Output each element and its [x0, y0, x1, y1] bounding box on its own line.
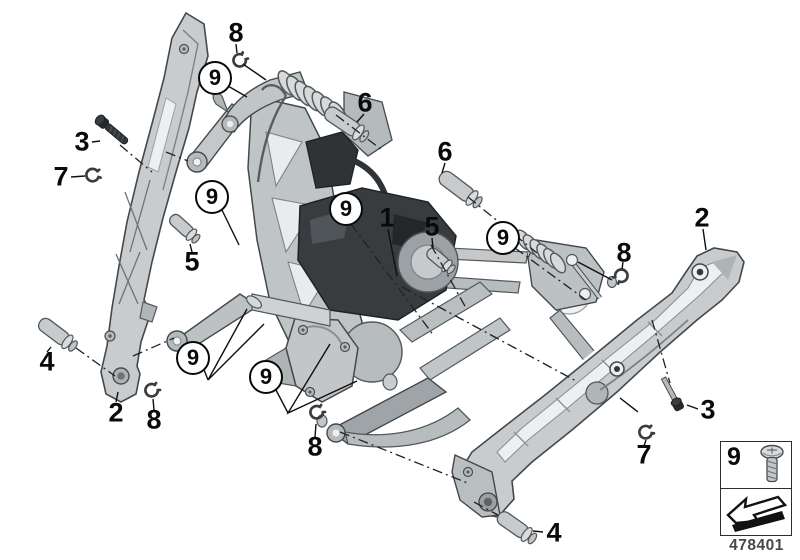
- pin-4-bottom: [496, 511, 538, 545]
- callout-label: 5: [184, 246, 200, 277]
- callout-label: 8: [307, 431, 323, 462]
- pin-6-right: [438, 170, 483, 209]
- doc-number: 478401: [729, 537, 784, 554]
- screw-3-right: [660, 376, 684, 412]
- callout-8[interactable]: 8: [228, 17, 244, 48]
- callout-8[interactable]: 8: [616, 237, 632, 268]
- direction-arrow-icon: [726, 495, 788, 532]
- callout-label: 8: [616, 237, 632, 268]
- pin-5-left: [168, 213, 201, 244]
- callout-label: 9: [339, 196, 353, 221]
- legend-direction-cell: [721, 489, 791, 533]
- callout-2[interactable]: 2: [108, 397, 124, 428]
- pin-4-left: [37, 317, 78, 352]
- callout-3[interactable]: 3: [700, 394, 716, 425]
- assembly-axes: [75, 114, 671, 516]
- callout-circled-9[interactable]: 9: [198, 61, 232, 95]
- gear-housing: [265, 317, 403, 403]
- callout-label: 8: [228, 17, 244, 48]
- callout-5[interactable]: 5: [184, 246, 200, 277]
- callout-7[interactable]: 7: [53, 161, 69, 192]
- right-rail: [451, 244, 748, 521]
- callout-label: 2: [694, 202, 710, 233]
- callout-label: 6: [357, 87, 373, 118]
- callout-label: 9: [259, 364, 273, 389]
- callout-8[interactable]: 8: [146, 404, 162, 435]
- callout-6[interactable]: 6: [357, 87, 373, 118]
- callout-label: 1: [379, 202, 395, 233]
- left-rail: [100, 11, 209, 403]
- callout-label: 4: [39, 346, 55, 377]
- callout-circled-9[interactable]: 9: [329, 192, 363, 226]
- callout-2[interactable]: 2: [694, 202, 710, 233]
- callout-label: 7: [53, 161, 69, 192]
- callout-label: 2: [108, 397, 124, 428]
- callout-label: 9: [186, 345, 200, 370]
- screw-icon: [760, 444, 784, 483]
- legend-item-number: 9: [727, 443, 741, 471]
- linkage-arms: [166, 293, 471, 448]
- callout-label: 5: [424, 211, 440, 242]
- screw-3-left: [94, 114, 129, 145]
- callout-label: 8: [146, 404, 162, 435]
- callout-label: 9: [208, 65, 222, 90]
- legend-box: 9: [720, 441, 792, 536]
- leader-lines: [46, 43, 707, 533]
- callout-label: 6: [437, 136, 453, 167]
- callout-5[interactable]: 5: [424, 211, 440, 242]
- callout-circled-9[interactable]: 9: [176, 341, 210, 375]
- callout-label: 9: [496, 225, 510, 250]
- callout-1[interactable]: 1: [379, 202, 395, 233]
- callout-8[interactable]: 8: [307, 431, 323, 462]
- right-spring-bracket: [515, 229, 618, 369]
- legend-item-cell: 9: [721, 442, 791, 489]
- callout-label: 7: [636, 439, 652, 470]
- callout-circled-9[interactable]: 9: [249, 360, 283, 394]
- callout-3[interactable]: 3: [74, 126, 90, 157]
- top-spring-arm: [212, 70, 393, 183]
- callout-circled-9[interactable]: 9: [486, 221, 520, 255]
- callout-4[interactable]: 4: [39, 346, 55, 377]
- callout-label: 9: [205, 184, 219, 209]
- callout-label: 4: [546, 517, 562, 548]
- callout-circled-9[interactable]: 9: [195, 180, 229, 214]
- callout-4[interactable]: 4: [546, 517, 562, 548]
- callout-label: 3: [74, 126, 90, 157]
- callout-7[interactable]: 7: [636, 439, 652, 470]
- callout-6[interactable]: 6: [437, 136, 453, 167]
- callout-label: 3: [700, 394, 716, 425]
